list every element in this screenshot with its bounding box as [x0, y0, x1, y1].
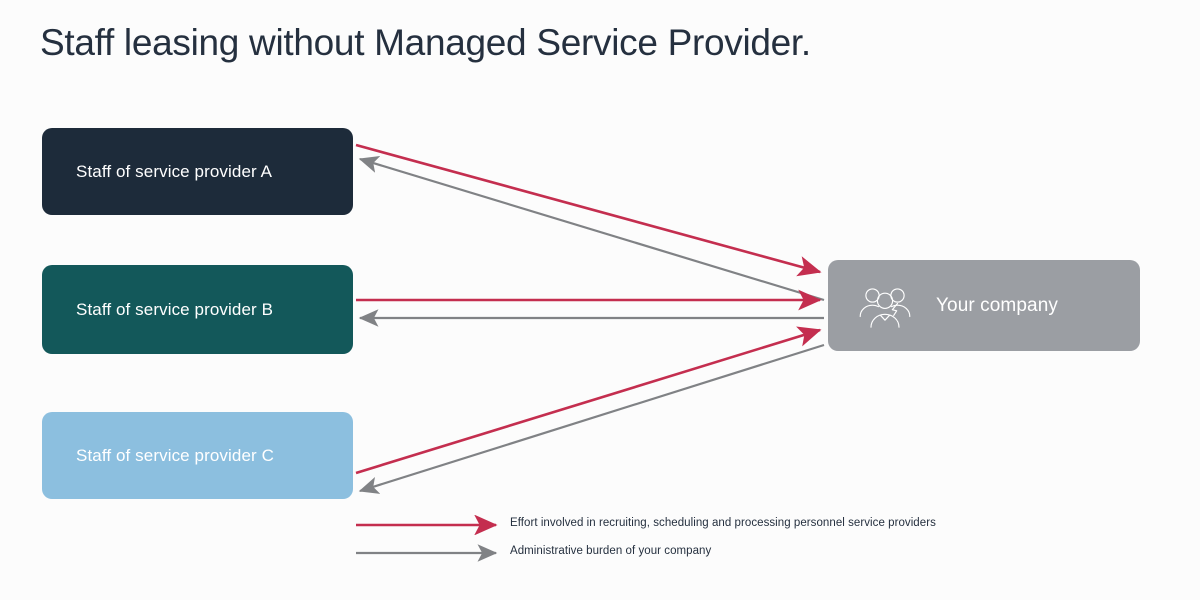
legend-admin-label: Administrative burden of your company: [510, 545, 712, 557]
legend-effort-arrow-icon: [356, 515, 498, 535]
node-your-company-label: Your company: [936, 294, 1058, 316]
edge-admin-provider-a: [358, 155, 825, 302]
node-provider-b-label: Staff of service provider B: [76, 299, 274, 319]
edge-effort-provider-a: [355, 143, 822, 277]
legend-item-admin: Administrative burden of your company: [356, 543, 976, 571]
node-provider-a[interactable]: Staff of service provider A: [42, 128, 353, 215]
page-title: Staff leasing without Managed Service Pr…: [40, 22, 811, 63]
legend: Effort involved in recruiting, schedulin…: [356, 515, 976, 571]
legend-item-effort: Effort involved in recruiting, schedulin…: [356, 515, 976, 543]
legend-admin-arrow-icon: [356, 544, 498, 562]
node-provider-c[interactable]: Staff of service provider C: [42, 412, 353, 499]
node-your-company[interactable]: Your company: [828, 260, 1140, 351]
edge-effort-provider-c: [355, 326, 822, 475]
group-of-people-icon: [856, 283, 914, 329]
legend-effort-label: Effort involved in recruiting, schedulin…: [510, 517, 936, 529]
edge-admin-provider-c: [358, 343, 825, 494]
node-provider-c-label: Staff of service provider C: [76, 445, 274, 465]
node-provider-a-label: Staff of service provider A: [76, 161, 273, 181]
node-provider-b[interactable]: Staff of service provider B: [42, 265, 353, 354]
